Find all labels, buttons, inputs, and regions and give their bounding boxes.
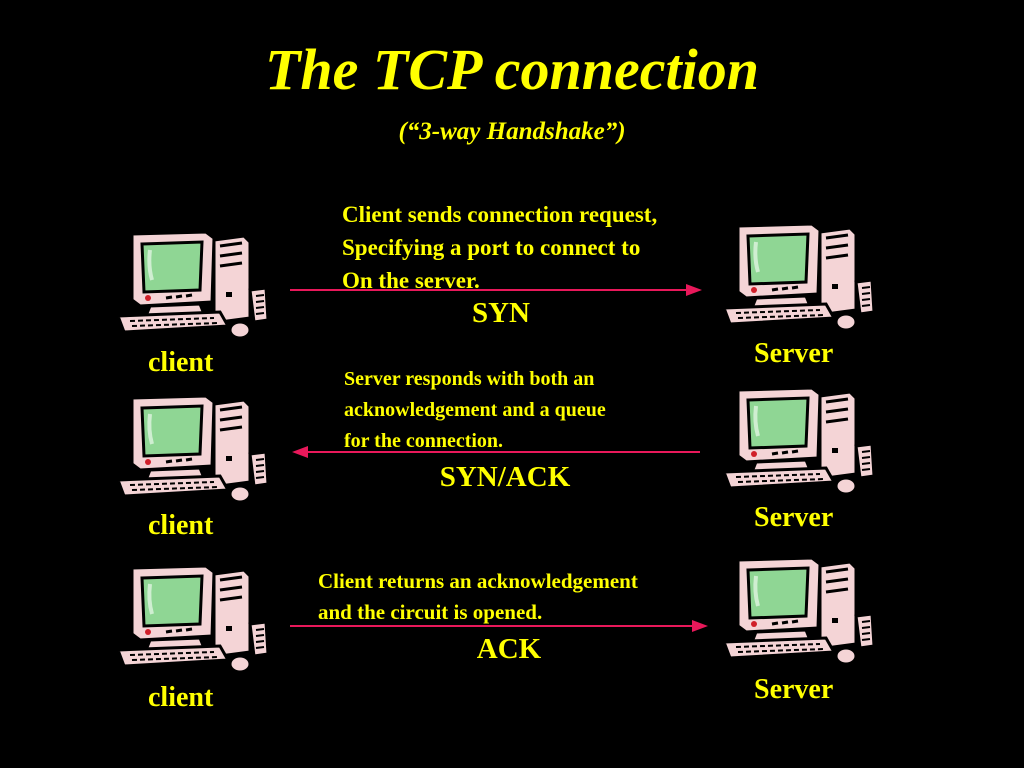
syn-ack-message: SYN/ACK [439, 461, 571, 493]
syn-message: SYN [471, 297, 530, 329]
syn-ack-arrow [292, 446, 700, 458]
server-computer-icon [716, 386, 878, 498]
server-label: Server [754, 674, 834, 705]
server-label: Server [754, 502, 834, 533]
client-label: client [148, 510, 214, 541]
step-description: Server responds with both an acknowledge… [344, 368, 606, 452]
syn-arrow [290, 284, 702, 296]
server-computer-icon [716, 556, 878, 668]
server-computer-icon [716, 222, 878, 334]
slide-subtitle: (“3-way Handshake”) [398, 118, 626, 145]
client-computer-icon [110, 230, 272, 342]
client-label: client [148, 682, 214, 713]
slide-title: The TCP connection [264, 37, 760, 102]
ack-message: ACK [476, 633, 542, 665]
client-computer-icon [110, 564, 272, 676]
step-description: Client returns an acknowledgement and th… [318, 569, 638, 624]
step-description: Client sends connection request, Specify… [342, 202, 658, 293]
ack-arrow [290, 620, 708, 632]
client-label: client [148, 347, 214, 378]
server-label: Server [754, 338, 834, 369]
client-computer-icon [110, 394, 272, 506]
